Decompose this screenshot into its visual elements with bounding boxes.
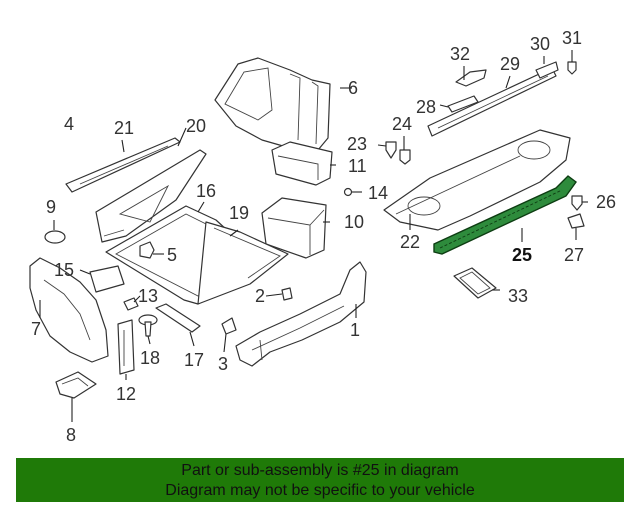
callout-28: 28 [416,97,436,117]
part-27-clip[interactable] [567,213,585,229]
part-32-connector[interactable] [455,69,487,87]
part-20-side-trim-panel[interactable] [95,149,207,243]
callout-33: 33 [508,286,528,306]
callout-31: 31 [562,28,582,48]
callout-18: 18 [140,348,160,368]
callout-6: 6 [348,78,358,98]
callout-23: 23 [347,134,367,154]
part-12-vertical-bracket[interactable] [117,319,135,375]
diagram-info-banner: Part or sub-assembly is #25 in diagram D… [16,458,624,502]
part-8-small-tray[interactable] [55,371,97,399]
callout-11: 11 [348,156,367,176]
part-29-guide-rail[interactable] [427,67,557,137]
part-22-package-shelf[interactable] [383,129,571,231]
part-15-foam-block[interactable] [89,265,125,293]
callout-19: 19 [229,203,249,223]
callout-10: 10 [344,212,364,232]
callout-3: 3 [218,354,228,374]
part-7-side-liner[interactable] [29,257,109,363]
callout-20: 20 [186,116,206,136]
callout-9: 9 [46,197,56,217]
part-24-clip[interactable] [399,149,411,165]
callout-29: 29 [500,54,520,74]
callout-labels: 1 2 3 4 5 6 7 8 9 10 11 12 13 14 15 16 1… [31,28,616,445]
part-6-trunk-side-trim[interactable] [214,57,331,151]
part-2-clip[interactable] [281,287,293,301]
callout-14: 14 [368,183,388,203]
callout-17: 17 [184,350,204,370]
callout-25-highlighted: 25 [512,245,532,265]
part-11-storage-tray[interactable] [271,141,333,186]
callout-32: 32 [450,44,470,64]
part-33-pad[interactable] [453,267,497,299]
part-30-guide-rail-end[interactable] [535,61,559,79]
callout-16: 16 [196,181,216,201]
part-25-highlighted-trim-strip[interactable] [433,175,577,255]
part-14-round-clip[interactable] [343,187,353,197]
part-1-rear-panel-trim[interactable] [235,261,367,367]
part-31-screw[interactable] [567,61,577,75]
callout-12: 12 [116,384,136,404]
part-9-round-cap[interactable] [44,230,66,244]
banner-line-part-number: Part or sub-assembly is #25 in diagram [181,462,459,479]
callout-13: 13 [138,286,158,306]
banner-line-disclaimer: Diagram may not be specific to your vehi… [165,482,475,499]
part-3-clip[interactable] [221,317,237,335]
callout-4: 4 [64,114,74,134]
part-26-screw[interactable] [571,195,583,211]
callout-2: 2 [255,286,265,306]
part-18-push-pin[interactable] [138,314,158,337]
part-5-clip[interactable] [139,241,155,259]
trunk-trim-exploded-diagram: 1 2 3 4 5 6 7 8 9 10 11 12 13 14 15 16 1… [29,28,616,445]
callout-8: 8 [66,425,76,445]
callout-30: 30 [530,34,550,54]
callout-5: 5 [167,245,177,265]
callout-26: 26 [596,192,616,212]
part-19-floor-cover[interactable] [197,221,289,305]
callout-21: 21 [114,118,134,138]
callout-22: 22 [400,232,420,252]
callout-24: 24 [392,114,412,134]
callout-15: 15 [54,260,74,280]
part-23-screw[interactable] [385,141,397,159]
part-17-strip[interactable] [155,303,201,333]
callout-7: 7 [31,319,41,339]
callout-27: 27 [564,245,584,265]
callout-1: 1 [350,320,360,340]
leader-lines [39,50,588,422]
